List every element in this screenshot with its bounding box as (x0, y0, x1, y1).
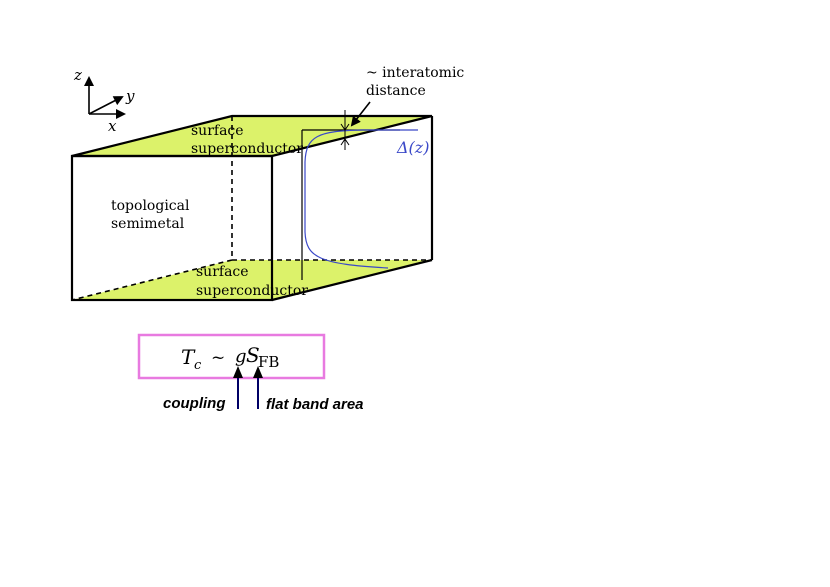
hidden-edges (71, 116, 432, 301)
coupling-label: coupling (163, 395, 226, 412)
gap-profile-axis (301, 129, 400, 280)
formula-lhs: T (181, 345, 196, 369)
formula-lhs-subscript: c (194, 358, 202, 373)
gap-profile-curve (304, 129, 418, 269)
flat-band-label: flat band area (266, 396, 364, 413)
formula-coupling-symbol: g (235, 346, 247, 367)
formula-area-symbol: S (246, 343, 260, 367)
formula-box (137, 333, 326, 380)
annotation-line1: ~ interatomic (366, 65, 464, 81)
box-edges (70, 116, 434, 302)
coupling-arrowhead (233, 366, 243, 378)
top-surface-label-line2: superconductor (191, 141, 303, 157)
formula: T c ~ g S FB (181, 343, 279, 373)
y-axis-arrow (88, 96, 124, 115)
y-axis-label: y (125, 87, 135, 105)
coordinate-axes: z y x (73, 66, 135, 135)
interatomic-arrow (350, 101, 371, 127)
bottom-surface-label-line2: superconductor (196, 283, 308, 299)
formula-pointers (233, 366, 263, 409)
bottom-surface-superconductor (72, 260, 432, 300)
front-face (70, 154, 274, 302)
top-surface-label-line1: surface (191, 123, 244, 139)
bottom-surface-label-line1: surface (196, 264, 249, 280)
x-axis-label: x (108, 117, 117, 135)
annotation-line2: distance (366, 83, 426, 99)
interatomic-distance-markers (340, 101, 371, 150)
z-axis-label: z (73, 66, 82, 84)
formula-area-subscript: FB (258, 353, 279, 371)
flat-band-arrowhead (253, 366, 263, 378)
formula-tilde: ~ (211, 348, 225, 368)
gap-label: Δ(z) (396, 138, 429, 157)
bulk-label-line1: topological (111, 198, 190, 214)
bulk-label-line2: semimetal (111, 216, 185, 232)
